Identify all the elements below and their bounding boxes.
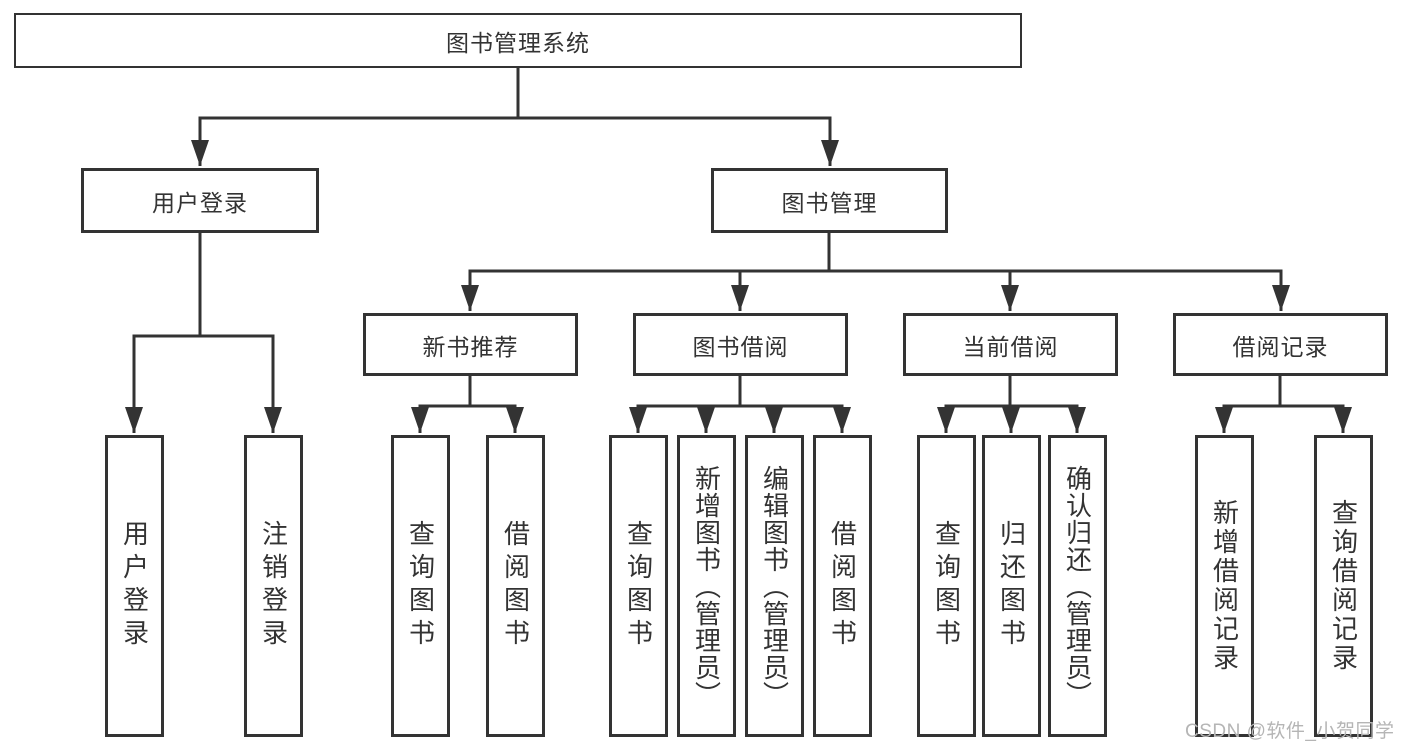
book-mgmt-connector bbox=[461, 233, 1290, 311]
book-borrow-connector bbox=[629, 376, 851, 433]
leaf-record-query: 查询借阅记录 bbox=[1314, 435, 1373, 737]
node-user-login: 用户登录 bbox=[81, 168, 319, 233]
leaf-borrow-borrow: 借阅图书 bbox=[813, 435, 872, 737]
leaf-logout-label: 注销登录 bbox=[258, 520, 289, 652]
leaf-borrow-borrow-label: 借阅图书 bbox=[827, 520, 858, 652]
node-borrow-record-label: 借阅记录 bbox=[1232, 333, 1329, 360]
leaf-borrow-edit: 编辑图书（管理员） bbox=[745, 435, 804, 737]
leaf-current-confirm-label: 确认归还（管理员） bbox=[1062, 464, 1093, 708]
node-current-borrow-label: 当前借阅 bbox=[962, 333, 1059, 360]
borrow-record-connector bbox=[1215, 376, 1352, 433]
node-borrow-record: 借阅记录 bbox=[1173, 313, 1388, 376]
leaf-current-return: 归还图书 bbox=[982, 435, 1041, 737]
node-current-borrow: 当前借阅 bbox=[903, 313, 1118, 376]
leaf-borrow-query: 查询图书 bbox=[609, 435, 668, 737]
node-book-mgmt: 图书管理 bbox=[711, 168, 948, 233]
leaf-new-book-borrow: 借阅图书 bbox=[486, 435, 545, 737]
leaf-current-confirm: 确认归还（管理员） bbox=[1048, 435, 1107, 737]
node-book-mgmt-label: 图书管理 bbox=[781, 189, 878, 216]
leaf-borrow-add-label: 新增图书（管理员） bbox=[691, 464, 722, 708]
leaf-borrow-edit-label: 编辑图书（管理员） bbox=[759, 464, 790, 708]
node-new-book: 新书推荐 bbox=[363, 313, 578, 376]
leaf-new-book-query: 查询图书 bbox=[391, 435, 450, 737]
node-user-login-label: 用户登录 bbox=[152, 189, 248, 216]
leaf-current-return-label: 归还图书 bbox=[996, 520, 1027, 652]
leaf-current-query: 查询图书 bbox=[917, 435, 976, 737]
node-root-label: 图书管理系统 bbox=[446, 29, 590, 56]
node-book-borrow-label: 图书借阅 bbox=[692, 333, 789, 360]
leaf-borrow-query-label: 查询图书 bbox=[623, 520, 654, 652]
node-new-book-label: 新书推荐 bbox=[422, 333, 519, 360]
root-to-level2-connector bbox=[191, 68, 839, 166]
leaf-current-query-label: 查询图书 bbox=[931, 520, 962, 652]
node-book-borrow: 图书借阅 bbox=[633, 313, 848, 376]
leaf-borrow-add: 新增图书（管理员） bbox=[677, 435, 736, 737]
watermark: CSDN @软件_小贺同学 bbox=[1185, 721, 1395, 742]
user-login-connector bbox=[125, 233, 282, 433]
node-root: 图书管理系统 bbox=[14, 13, 1022, 68]
leaf-new-book-borrow-label: 借阅图书 bbox=[500, 520, 531, 652]
leaf-user-login: 用户登录 bbox=[105, 435, 164, 737]
leaf-record-query-label: 查询借阅记录 bbox=[1328, 499, 1359, 673]
new-book-connector bbox=[411, 376, 524, 433]
leaf-record-add: 新增借阅记录 bbox=[1195, 435, 1254, 737]
current-borrow-connector bbox=[937, 376, 1086, 433]
leaf-user-login-label: 用户登录 bbox=[119, 520, 150, 652]
leaf-new-book-query-label: 查询图书 bbox=[405, 520, 436, 652]
leaf-record-add-label: 新增借阅记录 bbox=[1209, 499, 1240, 673]
leaf-logout: 注销登录 bbox=[244, 435, 303, 737]
